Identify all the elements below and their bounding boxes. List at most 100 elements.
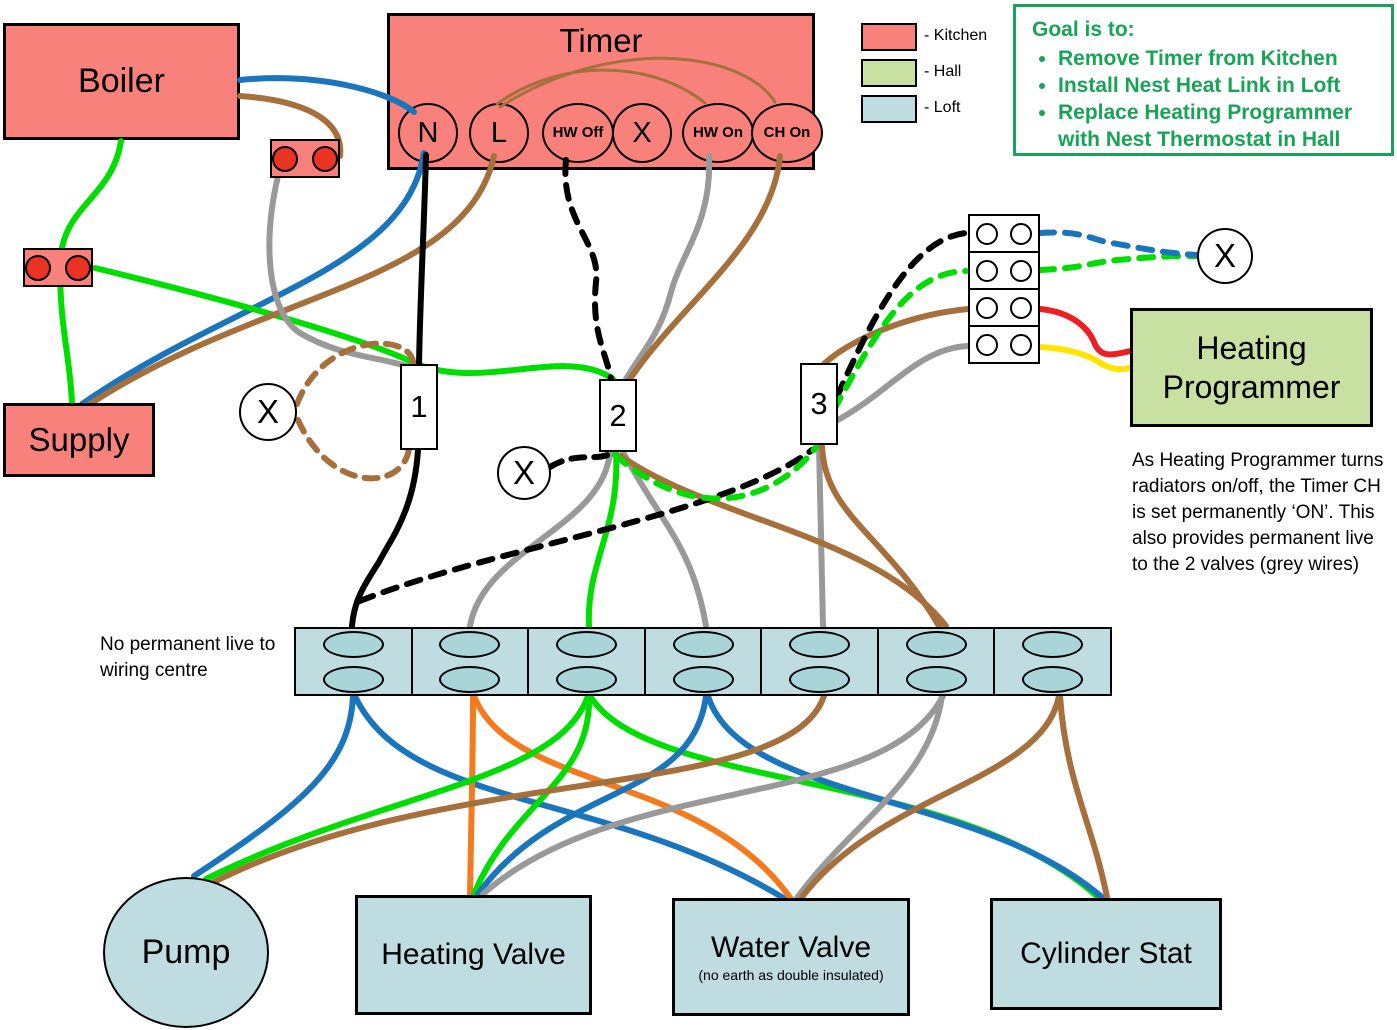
x-marker-3: X <box>1197 228 1253 284</box>
wire-bluedash-block-to-x3 <box>1037 229 1200 258</box>
wiring-centre-cell <box>529 629 646 694</box>
wiring-terminal <box>555 665 617 693</box>
legend-swatch-loft <box>861 95 917 123</box>
junction-box-1: 1 <box>400 364 438 450</box>
heating-valve-label: Heating Valve <box>381 938 566 971</box>
wiring-terminal <box>905 630 967 658</box>
terminal-hole <box>1010 296 1032 319</box>
boiler-box: Boiler <box>3 23 240 140</box>
goal-bullet: Remove Timer from Kitchen <box>1058 45 1377 72</box>
wiring-terminal <box>672 665 734 693</box>
connector-terminal <box>25 254 51 281</box>
timer-terminal-hw-on: HW On <box>682 103 754 163</box>
water-valve-note: (no earth as double insulated) <box>698 967 884 983</box>
wire-orange-cell2-to-water-valve <box>471 693 794 902</box>
goal-bullet: Install Nest Heat Link in Loft <box>1058 72 1377 99</box>
goal-list: Remove Timer from Kitchen Install Nest H… <box>1032 45 1377 153</box>
wire-blue-cell4-to-cylinder-stat <box>705 693 1107 902</box>
terminal-hole <box>976 222 998 245</box>
wire-green-cell3-to-heating-valve <box>471 693 593 897</box>
terminal-hole <box>1010 333 1032 356</box>
goal-title: Goal is to: <box>1032 18 1135 41</box>
wire-red-block-to-programmer <box>1037 306 1134 358</box>
wire-brown-cell5-to-pump <box>211 693 827 885</box>
wire-browndash-x1-upper <box>294 340 417 407</box>
wiring-centre-cell <box>995 629 1110 694</box>
wire-greendash-junction2-to-junction3 <box>612 444 819 502</box>
goal-bullet: Replace Heating Programmer with Nest The… <box>1058 99 1377 153</box>
wiring-terminal <box>1022 665 1084 693</box>
connector-terminal <box>65 254 91 281</box>
wire-brown-ch-on-to-junction2 <box>627 153 783 382</box>
wire-green-cell3-to-cylinder-stat <box>587 693 1103 902</box>
x-marker-1: X <box>239 383 297 441</box>
wire-green-junction2-to-cell3 <box>585 449 620 629</box>
wiring-terminal <box>322 665 384 693</box>
timer-terminal-hw-off: HW Off <box>542 103 614 163</box>
timer-terminal-ch-on: CH On <box>751 103 823 163</box>
wire-blackdash-x2-to-junction2 <box>547 449 616 470</box>
pump-label: Pump <box>141 933 231 971</box>
terminal-hole <box>976 333 998 356</box>
wiring-centre <box>294 627 1112 696</box>
wire-grey-cell6-to-heating-valve <box>480 693 946 897</box>
programmer-note: As Heating Programmer turns radiators on… <box>1132 450 1384 575</box>
wire-green-connector-to-junction2 <box>92 265 616 382</box>
pump: Pump <box>103 877 269 1028</box>
wiring-terminal <box>789 665 851 693</box>
terminal-hole <box>1010 259 1032 282</box>
wiring-centre-cell <box>762 629 879 694</box>
wiring-terminal <box>789 630 851 658</box>
wire-blue-cell1-to-pump <box>191 693 356 879</box>
wire-brown-sweep-to-cell6 <box>618 453 949 629</box>
wire-green-cell3-to-pump <box>203 693 591 882</box>
wire-orange-cell2-to-heating-valve <box>467 693 476 898</box>
wire-grey-hw-on-to-junction2 <box>623 153 713 382</box>
timer-box: Timer N L HW Off X HW On CH On <box>387 13 823 170</box>
wire-blackdash-hw-off-to-junction2 <box>562 157 614 382</box>
wire-browndash-x1-lower <box>295 417 412 482</box>
terminal-hole <box>976 259 998 282</box>
wiring-terminal <box>555 630 617 658</box>
wire-grey-junction2-to-cell4 <box>620 449 709 629</box>
boiler-label: Boiler <box>78 62 165 100</box>
wire-grey-junction3-to-block <box>831 343 971 425</box>
wire-blackdash-junction3-to-block <box>814 230 969 445</box>
wiring-terminal <box>905 665 967 693</box>
terminal-block-row-2 <box>968 251 1040 290</box>
wiring-centre-cell <box>413 629 530 694</box>
wire-black-junction1-to-cell1 <box>349 447 421 629</box>
wiring-terminal <box>672 630 734 658</box>
water-valve-label: Water Valve <box>710 931 872 964</box>
wire-blue-n-to-supply <box>79 150 427 407</box>
terminal-block-row-3 <box>968 288 1040 327</box>
wire-grey-junction3-to-cell5 <box>816 442 826 629</box>
legend-label-hall: - Hall <box>924 63 962 80</box>
terminal-hole <box>976 296 998 319</box>
connector-terminal <box>312 145 338 172</box>
timer-terminal-x: X <box>612 103 672 163</box>
heating-programmer-label: Heating Programmer <box>1162 329 1341 405</box>
timer-terminal-n: N <box>398 103 458 163</box>
legend-label-kitchen: - Kitchen <box>924 27 988 44</box>
supply-label: Supply <box>28 421 130 458</box>
connector-block-a <box>270 139 340 178</box>
legend-swatch-kitchen <box>861 23 917 51</box>
water-valve-box: Water Valve (no earth as double insulate… <box>672 898 910 1016</box>
legend-label-loft: - Loft <box>924 99 961 116</box>
terminal-hole <box>1010 222 1032 245</box>
wire-blue-cell4-to-heating-valve <box>475 693 709 897</box>
heating-programmer-box: Heating Programmer <box>1130 308 1373 427</box>
timer-terminal-l: L <box>469 103 529 163</box>
junction-box-2: 2 <box>599 379 637 452</box>
cylinder-stat-label: Cylinder Stat <box>1020 937 1192 970</box>
heating-valve-box: Heating Valve <box>355 895 592 1015</box>
terminal-block-row-4 <box>968 325 1040 364</box>
wire-black-n-to-junction1 <box>416 152 429 369</box>
wiring-terminal <box>322 630 384 658</box>
connector-terminal <box>272 145 298 172</box>
wiring-terminal <box>439 665 501 693</box>
cylinder-stat-box: Cylinder Stat <box>990 898 1222 1010</box>
wire-greendash-block-to-x3 <box>1037 253 1200 273</box>
